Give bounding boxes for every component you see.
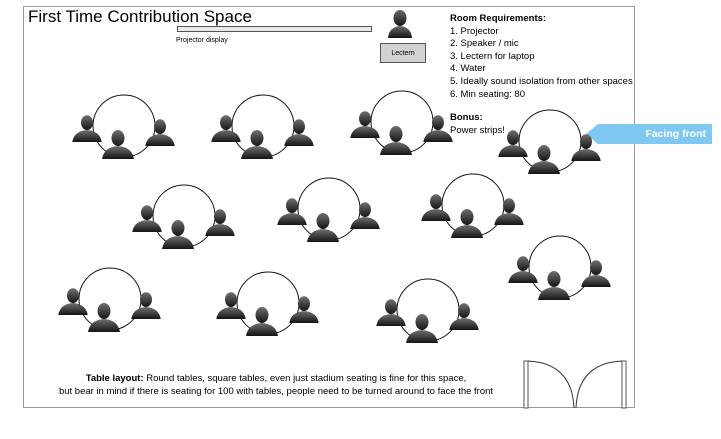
lectern-label: Lectern [391,49,415,57]
person-silhouette-icon [350,111,380,138]
table-group [132,184,235,249]
table-group [421,173,524,238]
person-silhouette-icon [581,260,611,287]
person-silhouette-icon [421,194,451,221]
person-silhouette-icon [508,256,538,283]
footer-label: Table layout: [85,373,144,384]
person-silhouette-icon [376,299,406,326]
table-group [277,177,380,242]
person-silhouette-icon [571,134,601,161]
person-silhouette-icon [131,292,161,319]
facing-front-label: Facing front [645,128,706,140]
speaker-person-icon [388,10,412,38]
person-silhouette-icon [380,126,412,155]
person-silhouette-icon [528,145,560,174]
person-silhouette-icon [246,307,278,336]
lectern-box: Lectern [380,43,426,63]
table-group [508,235,611,300]
person-silhouette-icon [284,119,314,146]
bonus-heading: Bonus: [450,112,483,124]
table-group [350,90,453,155]
requirements-heading: Room Requirements: [450,13,547,24]
person-silhouette-icon [145,119,175,146]
footer-note: Table layout: Round tables, square table… [30,373,522,398]
table-group [211,94,314,159]
person-silhouette-icon [289,296,319,323]
projector-display [177,26,372,32]
person-silhouette-icon [162,220,194,249]
person-silhouette-icon [58,288,88,315]
person-silhouette-icon [132,205,162,232]
table-group [498,109,601,174]
requirements-panel: Room Requirements: 1. Projector 2. Speak… [450,13,633,137]
person-silhouette-icon [494,198,524,225]
person-silhouette-icon [423,115,453,142]
person-silhouette-icon [241,130,273,159]
person-silhouette-icon [205,209,235,236]
requirement-item: 6. Min seating: 80 [450,88,525,100]
person-silhouette-icon [216,292,246,319]
table-group [376,278,479,343]
double-door-icon [523,360,627,409]
footer-line2: but bear in mind if there is seating for… [58,385,494,397]
facing-front-arrow-icon [586,124,712,144]
requirement-item: 3. Lectern for laptop [450,50,535,62]
footer-line1: Round tables, square tables, even just s… [143,373,467,384]
person-silhouette-icon [451,209,483,238]
requirement-item: 2. Speaker / mic [450,38,519,50]
person-silhouette-icon [88,303,120,332]
requirement-item: 4. Water [450,63,486,75]
person-silhouette-icon [307,213,339,242]
person-silhouette-icon [498,130,528,157]
bonus-text: Power strips! [450,124,505,136]
person-silhouette-icon [277,198,307,225]
person-silhouette-icon [102,130,134,159]
person-silhouette-icon [406,314,438,343]
person-silhouette-icon [211,115,241,142]
table-group [58,267,161,332]
page-title: First Time Contribution Space [28,7,252,26]
table-group [216,271,319,336]
person-silhouette-icon [72,115,102,142]
projector-label: Projector display [176,37,228,44]
person-silhouette-icon [538,271,570,300]
person-silhouette-icon [449,303,479,330]
requirement-item: 1. Projector [450,25,499,37]
person-silhouette-icon [350,202,380,229]
table-group [72,94,175,159]
requirement-item: 5. Ideally sound isolation from other sp… [450,75,633,87]
room-frame [23,6,635,408]
requirements-list: 1. Projector 2. Speaker / mic 3. Lectern… [450,26,633,102]
